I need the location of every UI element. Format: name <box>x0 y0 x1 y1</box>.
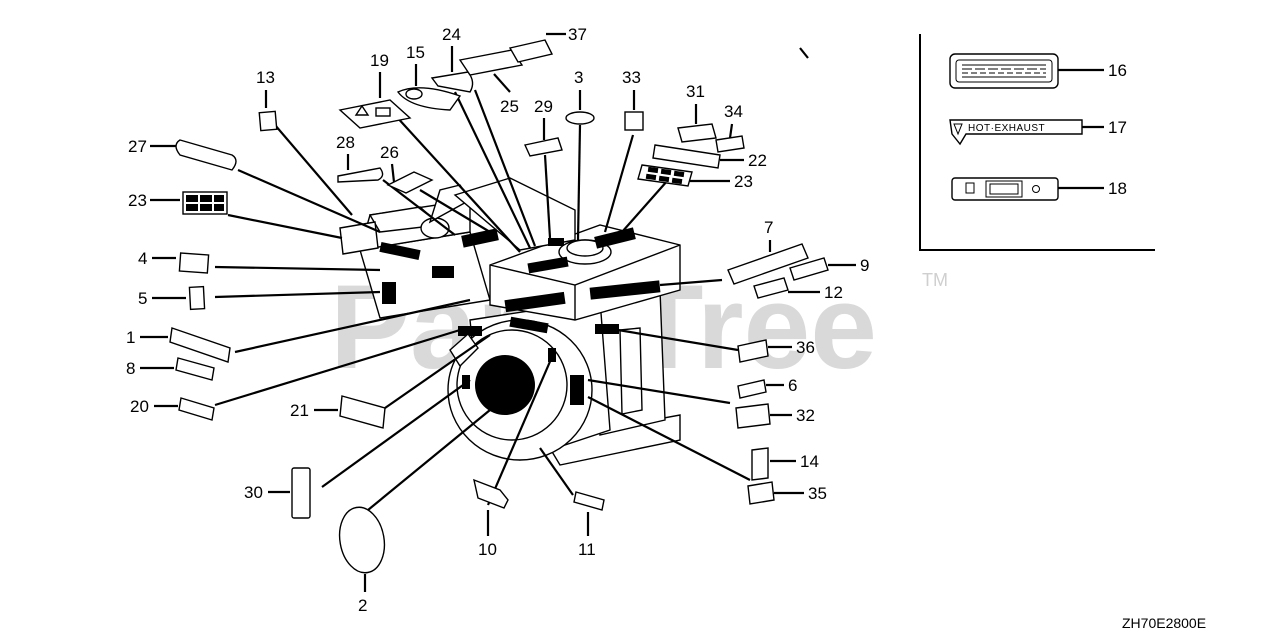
callout-31: 31 <box>686 82 705 101</box>
callout-7: 7 <box>764 218 773 237</box>
callout-10: 10 <box>478 540 497 559</box>
hot-exhaust-text: HOT·EXHAUST <box>968 123 1045 134</box>
label-15 <box>396 87 462 111</box>
label-19 <box>338 99 412 129</box>
callout-34: 34 <box>724 102 743 121</box>
callout-numbers: 27 13 23 4 5 1 8 20 21 30 2 10 11 28 26 … <box>126 25 1127 615</box>
label-23-grid <box>182 191 228 215</box>
callout-12: 12 <box>824 283 843 302</box>
callout-37: 37 <box>568 25 587 44</box>
callout-33: 33 <box>622 68 641 87</box>
label-parts <box>169 39 829 574</box>
callout-2: 2 <box>358 596 367 615</box>
callout-15: 15 <box>406 43 425 62</box>
label-17-hot-exhaust: HOT·EXHAUST <box>949 119 1083 146</box>
callout-1: 1 <box>126 328 135 347</box>
watermark-tm: TM <box>922 270 948 290</box>
callout-23-left: 23 <box>128 191 147 210</box>
label-23-right-grid <box>637 164 693 187</box>
label-16 <box>949 53 1059 89</box>
callout-9: 9 <box>860 256 869 275</box>
callout-16: 16 <box>1108 61 1127 80</box>
callout-32: 32 <box>796 406 815 425</box>
callout-25: 25 <box>500 97 519 116</box>
callout-35: 35 <box>808 484 827 503</box>
callout-4: 4 <box>138 249 147 268</box>
callout-36: 36 <box>796 338 815 357</box>
callout-24: 24 <box>442 25 461 44</box>
diagram-code: ZH70E2800E <box>1122 615 1206 631</box>
callout-18: 18 <box>1108 179 1127 198</box>
callout-22: 22 <box>748 151 767 170</box>
callout-28: 28 <box>336 133 355 152</box>
callout-3: 3 <box>574 68 583 87</box>
callout-14: 14 <box>800 452 819 471</box>
callout-27: 27 <box>128 137 147 156</box>
callout-21: 21 <box>290 401 309 420</box>
label-18 <box>951 177 1059 201</box>
inset-box: HOT·EXHAUST <box>919 34 1155 251</box>
callout-20: 20 <box>130 397 149 416</box>
callout-30: 30 <box>244 483 263 502</box>
callout-26: 26 <box>380 143 399 162</box>
callout-17: 17 <box>1108 118 1127 137</box>
callout-11: 11 <box>578 540 596 559</box>
callout-19: 19 <box>370 51 389 70</box>
callout-8: 8 <box>126 359 135 378</box>
callout-13: 13 <box>256 68 275 87</box>
leader-lines <box>214 47 809 511</box>
callout-5: 5 <box>138 289 147 308</box>
callout-29: 29 <box>534 97 553 116</box>
callout-23-right: 23 <box>734 172 753 191</box>
callout-6: 6 <box>788 376 797 395</box>
